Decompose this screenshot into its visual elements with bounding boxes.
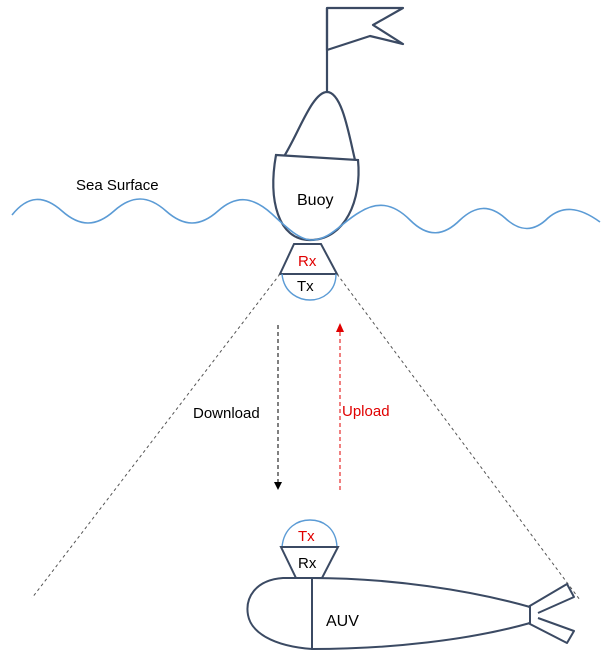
flag <box>325 6 405 92</box>
sea-surface-wave <box>11 198 601 241</box>
auv-rx-label: Rx <box>298 555 317 572</box>
auv-transducer-arc <box>281 519 338 548</box>
sea-surface-label: Sea Surface <box>76 177 159 194</box>
upload-label: Upload <box>342 403 390 420</box>
upload-arrow <box>336 323 344 490</box>
buoy-transducer-arc <box>281 273 337 301</box>
buoy-rx-label: Rx <box>298 253 317 270</box>
auv-transducer: Tx Rx <box>279 519 340 579</box>
buoy-label: Buoy <box>297 192 333 209</box>
auv-label: AUV <box>326 613 359 630</box>
download-arrow <box>274 325 282 490</box>
buoy-transducer: Rx Tx <box>278 243 339 301</box>
beam-right-edge <box>336 273 581 601</box>
auv-vehicle: AUV <box>246 577 575 651</box>
auv-tx-label: Tx <box>298 528 315 545</box>
upload-arrowhead <box>336 323 344 332</box>
flag-cloth <box>325 6 405 52</box>
download-label: Download <box>193 405 260 422</box>
download-arrowhead <box>274 482 282 490</box>
beam-left-edge <box>31 273 281 599</box>
buoy-dome <box>282 90 357 161</box>
auv-tail-fin-top <box>527 583 575 614</box>
buoy-tx-label: Tx <box>297 278 314 295</box>
auv-tail-fin-bottom <box>527 617 575 644</box>
auv-hull <box>246 577 531 651</box>
